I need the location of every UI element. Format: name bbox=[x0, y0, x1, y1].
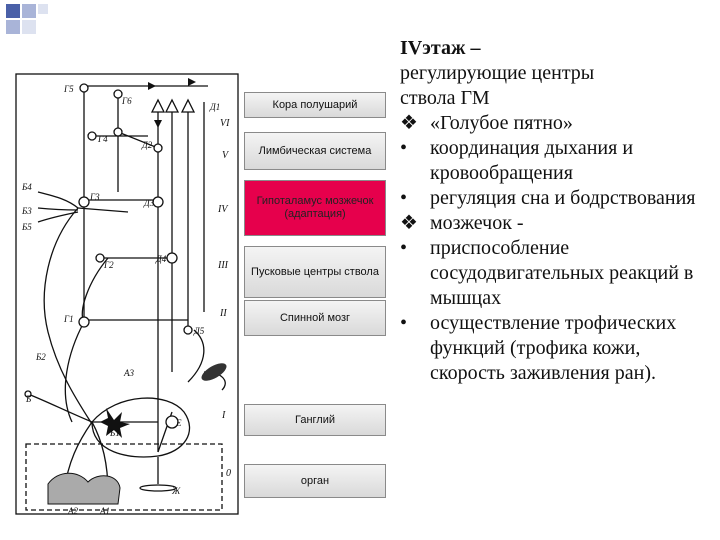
node-label-b1: Б1 bbox=[109, 428, 120, 438]
dot-bullet-icon: • bbox=[400, 237, 408, 259]
roman-level-vi: VI bbox=[220, 118, 230, 129]
dot-bullet-icon: • bbox=[400, 312, 408, 334]
node-label-b3: Б3 bbox=[21, 206, 32, 216]
level-box-spinal-cord: Спинной мозг bbox=[244, 300, 386, 336]
heading: IVэтаж – bbox=[400, 37, 481, 59]
node-label-b4: Б4 bbox=[21, 182, 32, 192]
corner-square-4 bbox=[22, 20, 36, 34]
dot-bullet-icon: • bbox=[400, 137, 408, 159]
node-label-b5: Б5 bbox=[21, 222, 32, 232]
heading-line-3: ствола ГМ bbox=[400, 87, 490, 109]
node-label-a3: А3 bbox=[123, 368, 134, 378]
bullet-text: координация дыхания и кровообращения bbox=[430, 137, 634, 184]
node-label-b: Б bbox=[25, 394, 32, 404]
node-label-zh: Ж bbox=[171, 486, 181, 496]
bullet-text: осуществление трофических функций (трофи… bbox=[430, 312, 677, 384]
node-label-d5: Д5 bbox=[193, 326, 205, 336]
bullet-trophic: • осуществление трофических функций (тро… bbox=[400, 311, 710, 386]
slide-text: IVэтаж – регулирующие центры ствола ГМ ❖… bbox=[400, 36, 710, 386]
roman-level-iv: IV bbox=[217, 204, 229, 215]
level-box-ganglion: Ганглий bbox=[244, 404, 386, 436]
node-label-a2: А2 bbox=[67, 506, 78, 516]
node-label-g6: Г6 bbox=[121, 96, 132, 106]
node-label-g1: Г1 bbox=[63, 314, 74, 324]
node-label-a1: А1 bbox=[99, 506, 110, 516]
node-label-g5: Г5 bbox=[63, 84, 74, 94]
bullet-breathing: • координация дыхания и кровообращения bbox=[400, 136, 710, 186]
bullet-vasomotor: • приспособление сосудодвигательных реак… bbox=[400, 236, 710, 311]
level-box-limbic: Лимбическая система bbox=[244, 132, 386, 170]
level-box-brainstem: Пусковые центры ствола bbox=[244, 246, 386, 298]
corner-square-1 bbox=[6, 4, 20, 18]
level-box-hypothalamus: Гипоталамус мозжечок (адаптация) bbox=[244, 180, 386, 236]
node-label-g4: Г4 bbox=[97, 134, 108, 144]
bullet-locus-coeruleus: ❖ «Голубое пятно» bbox=[400, 111, 710, 136]
heading-line-1: IVэтаж – bbox=[400, 36, 710, 61]
corner-square-3 bbox=[6, 20, 20, 34]
bullet-text: приспособление сосудодвигательных реакци… bbox=[430, 237, 694, 309]
neural-scheme-diagram: Г5 Г6 Д1 Г4 Д2 Б4 Г3 Б3 Г2 Д3 Д4 Б5 Г1 Д… bbox=[15, 73, 239, 516]
level-box-cortex: Кора полушарий bbox=[244, 92, 386, 118]
node-label-b2: Б2 bbox=[35, 352, 46, 362]
bullet-text: «Голубое пятно» bbox=[430, 112, 573, 134]
node-label-d2: Д2 bbox=[141, 140, 153, 150]
node-label-d4: Д4 bbox=[155, 254, 167, 264]
diamond-bullet-icon: ❖ bbox=[400, 212, 418, 234]
heading-line-2: регулирующие центры bbox=[400, 62, 595, 84]
bullet-text: регуляция сна и бодрствования bbox=[430, 187, 696, 209]
diamond-bullet-icon: ❖ bbox=[400, 112, 418, 134]
dot-bullet-icon: • bbox=[400, 187, 408, 209]
roman-level-ii: II bbox=[219, 308, 227, 319]
roman-level-0: 0 bbox=[226, 468, 231, 479]
corner-square-5 bbox=[38, 4, 48, 14]
node-label-e: Е bbox=[175, 418, 182, 428]
node-label-g3: Г3 bbox=[89, 192, 100, 202]
roman-level-v: V bbox=[222, 150, 230, 161]
roman-level-i: I bbox=[221, 410, 226, 421]
bullet-sleep: • регуляция сна и бодрствования bbox=[400, 186, 710, 211]
node-label-d3: Д3 bbox=[143, 198, 155, 208]
node-label-g2: Г2 bbox=[103, 260, 114, 270]
level-box-organ: орган bbox=[244, 464, 386, 498]
corner-square-2 bbox=[22, 4, 36, 18]
roman-level-iii: III bbox=[217, 260, 229, 271]
bullet-cerebellum: ❖ мозжечок - bbox=[400, 211, 710, 236]
bullet-text: мозжечок - bbox=[430, 212, 524, 234]
node-label-d1: Д1 bbox=[209, 102, 220, 112]
